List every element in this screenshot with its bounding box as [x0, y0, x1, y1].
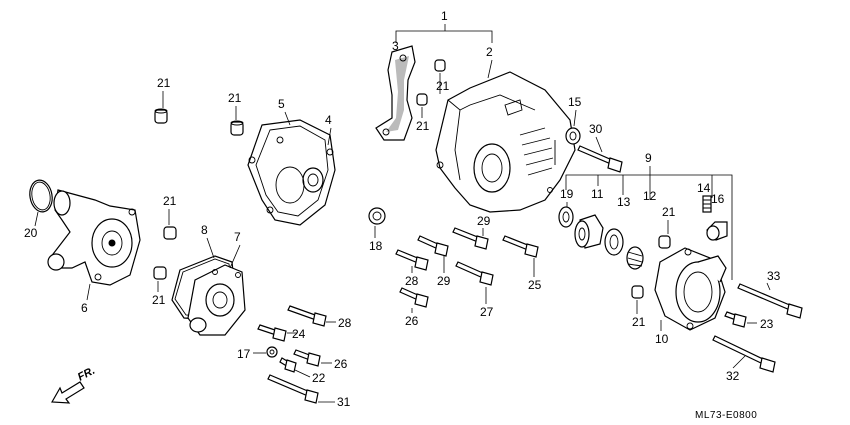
callout-label: 6: [81, 301, 88, 315]
bolt-part-28-a: [395, 249, 429, 271]
collar-21-h: [631, 285, 644, 299]
callout-label: 18: [369, 239, 383, 253]
front-direction-arrow: FR.: [50, 365, 97, 404]
thermostat-housing-part-10: [654, 247, 727, 331]
callout-label: 29: [477, 214, 491, 228]
pump-housing-part-6: [47, 189, 141, 286]
collar-21-d: [416, 93, 428, 106]
bolt-part-26-a: [399, 287, 429, 308]
assembly-bracket-9: [565, 166, 733, 280]
callout-label: 30: [589, 122, 603, 136]
collar-21-f: [153, 266, 167, 280]
collar-21-b: [230, 120, 244, 136]
collar-21-e: [163, 226, 177, 240]
seal-part-19: [558, 206, 574, 228]
callout-label: 28: [405, 274, 419, 288]
spring-part-12: [626, 246, 644, 270]
callout-label: 25: [528, 278, 542, 292]
callout-label: 31: [337, 395, 351, 409]
bolt-part-22: [279, 357, 297, 373]
bolt-part-26-b: [293, 349, 321, 367]
callout-label: 23: [760, 317, 774, 331]
direction-label: FR.: [76, 365, 97, 384]
callout-label: 21: [416, 119, 430, 133]
pump-body-part-4-5: [247, 119, 336, 226]
callout-label: 12: [643, 189, 657, 203]
callout-label: 3: [392, 39, 399, 53]
callout-label: 9: [645, 151, 652, 165]
callout-label: 2: [486, 45, 493, 59]
callout-label: 26: [405, 314, 419, 328]
elbow-part-16: [706, 221, 728, 241]
callout-label: 5: [278, 97, 285, 111]
bolt-part-28-b: [287, 305, 327, 327]
bolt-part-29-b: [417, 235, 449, 257]
collar-21-c: [434, 59, 446, 72]
callout-label: 21: [632, 315, 646, 329]
callout-label: 21: [436, 79, 450, 93]
callout-label: 10: [655, 332, 669, 346]
fitting-part-14: [702, 195, 712, 213]
callout-label: 28: [338, 316, 352, 330]
callout-label: 20: [24, 226, 38, 240]
bolt-part-32: [712, 335, 776, 373]
callout-label: 16: [711, 192, 725, 206]
callout-label: 22: [312, 371, 326, 385]
bolt-part-31: [267, 374, 319, 404]
pump-cover-part-7: [187, 264, 246, 336]
callout-label: 32: [726, 369, 740, 383]
leader-lines: [34, 73, 771, 403]
callout-label: 21: [662, 205, 676, 219]
callout-label: 24: [292, 327, 306, 341]
callout-label: 7: [234, 230, 241, 244]
bolt-part-24: [257, 324, 287, 342]
washer-part-17: [266, 346, 278, 358]
gasket-plate-part-3: [375, 45, 416, 141]
bolt-part-33: [737, 283, 803, 319]
diagram-code: ML73-E0800: [695, 410, 757, 421]
o-ring-part-20: [29, 179, 53, 213]
callout-label: 26: [334, 357, 348, 371]
callout-label: 29: [437, 274, 451, 288]
callout-label: 8: [201, 223, 208, 237]
callout-label: 19: [560, 187, 574, 201]
cover-part-2: [435, 71, 576, 213]
bolt-part-27: [455, 261, 494, 286]
callout-label: 17: [237, 347, 251, 361]
assembly-bracket-1: [395, 24, 493, 43]
callout-label: 21: [157, 76, 171, 90]
bolt-part-29-a: [452, 227, 489, 250]
callout-label: 27: [480, 305, 494, 319]
callout-label: 15: [568, 95, 582, 109]
callout-label: 21: [163, 194, 177, 208]
callout-label: 1: [441, 9, 448, 23]
bolt-part-25: [502, 235, 539, 258]
bolt-part-30: [577, 145, 623, 173]
callout-label: 11: [591, 187, 604, 201]
callout-label: 13: [617, 195, 631, 209]
seal-part-11: [574, 214, 604, 249]
collar-21-g: [658, 235, 671, 249]
callout-label: 21: [228, 91, 242, 105]
washer-part-18: [368, 207, 386, 225]
callout-labels: 1 2 3 21 21 21 5 4 21 15 30 9 19 11 13 1…: [24, 9, 781, 409]
callout-label: 21: [152, 293, 166, 307]
ring-part-13: [604, 228, 624, 256]
bolt-part-23: [724, 311, 747, 328]
callout-label: 14: [697, 181, 711, 195]
callout-label: 33: [767, 269, 781, 283]
clamp-part-15: [565, 127, 581, 145]
collar-21-a: [154, 108, 168, 124]
callout-label: 4: [325, 113, 332, 127]
